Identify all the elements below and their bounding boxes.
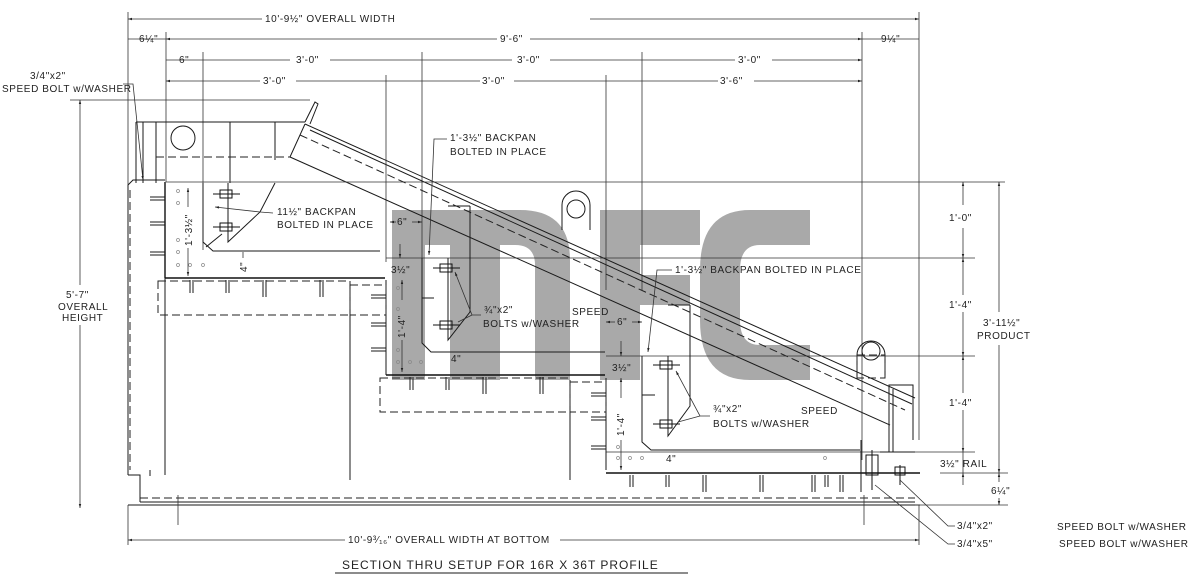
bottom-bolt-1-desc: SPEED BOLT w/WASHER xyxy=(1057,522,1187,533)
top-left-bolt-size: 3/4"x2" xyxy=(30,71,66,82)
dim-9-6: 9'-6" xyxy=(500,34,523,45)
bolt-group-2 xyxy=(422,263,460,330)
dim-right-offset: 9¼" xyxy=(881,33,900,45)
dim-gap-3: 4" xyxy=(666,454,676,465)
floor-studs-3 xyxy=(629,475,862,492)
bottom-dimension: 10'-9³⁄₁₆" OVERALL WIDTH AT BOTTOM xyxy=(127,505,920,546)
right-dimensions: 1'-0" 1'-4" 1'-4" 3½" RAIL 3'-11½" PRODU… xyxy=(915,181,1031,506)
dim-row4-c: 3'-6" xyxy=(720,76,743,87)
dim-row4-a: 3'-0" xyxy=(263,76,286,87)
riser-studs-1 xyxy=(371,294,386,352)
floor-studs-1 xyxy=(189,280,324,297)
callouts: 11½" BACKPAN BOLTED IN PLACE 1'-3½" BACK… xyxy=(214,133,1189,550)
dim-left-offset: 6¼" xyxy=(139,33,158,45)
hole-pattern-3 xyxy=(616,445,827,460)
dim-overall-width: 10'-9½" OVERALL WIDTH xyxy=(265,14,396,25)
dim-product-value: 3'-11½" xyxy=(983,318,1020,329)
hole-pattern-2 xyxy=(396,286,423,364)
bottom-bolts xyxy=(865,450,906,490)
hole-pattern-1 xyxy=(176,189,205,267)
dim-gap-2: 4" xyxy=(451,354,461,365)
dim-rail: 3½" RAIL xyxy=(940,459,987,470)
speed-label-2: SPEED xyxy=(801,406,838,417)
callout-top-left-bolt: 3/4"x2" SPEED BOLT w/WASHER xyxy=(2,71,144,181)
bolt-group-1 xyxy=(213,189,240,232)
bolt-group-3 xyxy=(642,360,680,429)
dim-row4-b: 3'-0" xyxy=(482,76,505,87)
dim-base: 6¼" xyxy=(991,485,1010,497)
backpan-3: 1'-3½" BACKPAN BOLTED IN PLACE xyxy=(675,265,861,276)
floor-studs-2 xyxy=(409,377,544,394)
dim-offset-6-a: 6" xyxy=(397,217,407,228)
dim-right-2: 1'-4" xyxy=(949,300,972,311)
bolts-3-size: ¾"x2" xyxy=(713,404,742,415)
backpan-2-line2: BOLTED IN PLACE xyxy=(450,147,547,158)
top-dimensions: 10'-9½" OVERALL WIDTH 9'-6" 6¼" 9¼" 6" 3… xyxy=(127,12,920,475)
bolts-3-desc: BOLTS w/WASHER xyxy=(713,419,810,430)
backpan-1-line2: BOLTED IN PLACE xyxy=(277,220,374,231)
dim-row3-b: 3'-0" xyxy=(296,55,319,66)
overall-height-dimension: 5'-7" OVERALL HEIGHT xyxy=(58,99,310,508)
bottom-bolt-2-size: 3/4"x5" xyxy=(957,539,993,550)
bottom-bolt-1-size: 3/4"x2" xyxy=(957,521,993,532)
dim-backpan-height: 1'-3½" xyxy=(184,214,195,246)
dim-right-3: 1'-4" xyxy=(949,398,972,409)
dim-step-1: 1'-4" xyxy=(397,315,408,338)
dim-offset-6-b: 6" xyxy=(617,317,627,328)
top-left-bolt-desc: SPEED BOLT w/WASHER xyxy=(2,84,132,95)
watermark-logo xyxy=(392,210,810,380)
overall-height-label-1: OVERALL xyxy=(58,302,108,313)
drawing-title: SECTION THRU SETUP FOR 16R X 36T PROFILE xyxy=(335,558,688,574)
overall-height-label-2: HEIGHT xyxy=(62,313,103,324)
riser-studs-2 xyxy=(591,392,606,450)
title-text: SECTION THRU SETUP FOR 16R X 36T PROFILE xyxy=(342,558,659,572)
bolts-2-size: ¾"x2" xyxy=(484,305,513,316)
dim-gap-1: 4" xyxy=(239,262,250,272)
dim-rise-2: 3½" xyxy=(612,363,631,374)
interior-dimensions: 1'-3½" 4" 6" 3½" 1'-4" 4" 6" 3½" 1'-4" 4… xyxy=(184,188,676,470)
dim-row3-d: 3'-0" xyxy=(738,55,761,66)
wall-studs xyxy=(150,196,165,256)
bolts-2-desc: BOLTS w/WASHER xyxy=(483,319,580,330)
backpan-2-line1: 1'-3½" BACKPAN xyxy=(450,133,536,144)
steel-structure xyxy=(127,101,975,525)
bottom-bolt-2-desc: SPEED BOLT w/WASHER xyxy=(1059,539,1189,550)
dim-right-1: 1'-0" xyxy=(949,213,972,224)
dim-overall-width-bottom: 10'-9³⁄₁₆" OVERALL WIDTH AT BOTTOM xyxy=(348,535,550,546)
speed-label-1: SPEED xyxy=(572,307,609,318)
dim-product-label: PRODUCT xyxy=(977,331,1031,342)
overall-height-value: 5'-7" xyxy=(66,290,89,301)
backpan-1-line1: 11½" BACKPAN xyxy=(277,207,356,218)
dim-rise-1: 3½" xyxy=(391,265,410,276)
dim-row3-a: 6" xyxy=(179,55,189,66)
dim-row3-c: 3'-0" xyxy=(517,55,540,66)
dim-step-2: 1'-4" xyxy=(616,413,627,436)
